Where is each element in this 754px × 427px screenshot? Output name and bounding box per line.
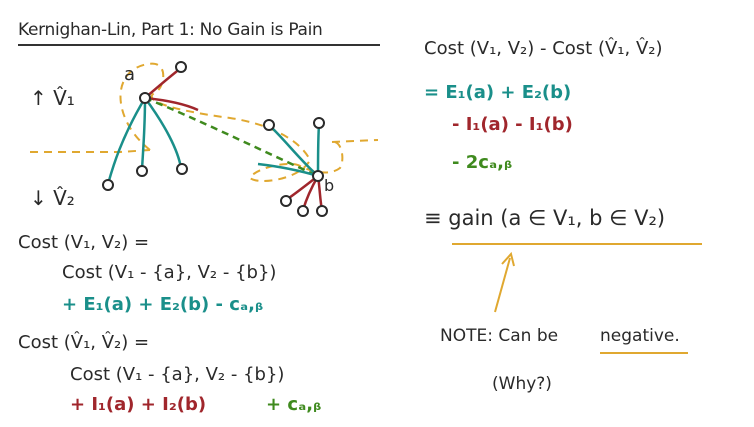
note-text: NOTE: Can be xyxy=(440,326,559,346)
cost-vhat-heading: Cost (V̂₁, V̂₂) = xyxy=(18,332,150,353)
cost-vhat-line2: Cost (V₁ - {a}, V₂ - {b}) xyxy=(70,364,285,385)
cost-vhat-line3-red: + I₁(a) + I₂(b) xyxy=(70,394,207,415)
v1-hat-label: ↑ V̂₁ xyxy=(30,86,75,110)
partition-line-right xyxy=(331,139,379,143)
cost-v-line3: + E₁(a) + E₂(b) - cₐ,ᵦ xyxy=(62,294,264,315)
cost-v-line2: Cost (V₁ - {a}, V₂ - {b}) xyxy=(62,262,277,283)
negative-underline xyxy=(600,352,688,354)
note-negative: negative. xyxy=(600,326,680,346)
eq-line1: = E₁(a) + E₂(b) xyxy=(424,82,572,103)
node-b-label: b xyxy=(324,176,335,195)
graph-nodes xyxy=(102,61,328,217)
why-text: (Why?) xyxy=(492,374,552,394)
eq-line2: - I₁(a) - I₁(b) xyxy=(452,114,573,135)
eq-line3: - 2cₐ,ᵦ xyxy=(452,152,513,173)
title-underline xyxy=(18,44,380,46)
v2-hat-label: ↓ V̂₂ xyxy=(30,186,75,210)
partition-line xyxy=(30,149,151,153)
node-a-label: a xyxy=(124,64,136,85)
cost-difference: Cost (V₁, V₂) - Cost (V̂₁, V̂₂) xyxy=(424,38,663,59)
gain-definition: ≡ gain (a ∈ V₁, b ∈ V₂) xyxy=(424,206,666,230)
page-title: Kernighan-Lin, Part 1: No Gain is Pain xyxy=(18,20,323,40)
cost-v-heading: Cost (V₁, V₂) = xyxy=(18,232,150,253)
gain-underline xyxy=(452,243,702,245)
cost-vhat-line3-green: + cₐ,ᵦ xyxy=(266,394,322,415)
